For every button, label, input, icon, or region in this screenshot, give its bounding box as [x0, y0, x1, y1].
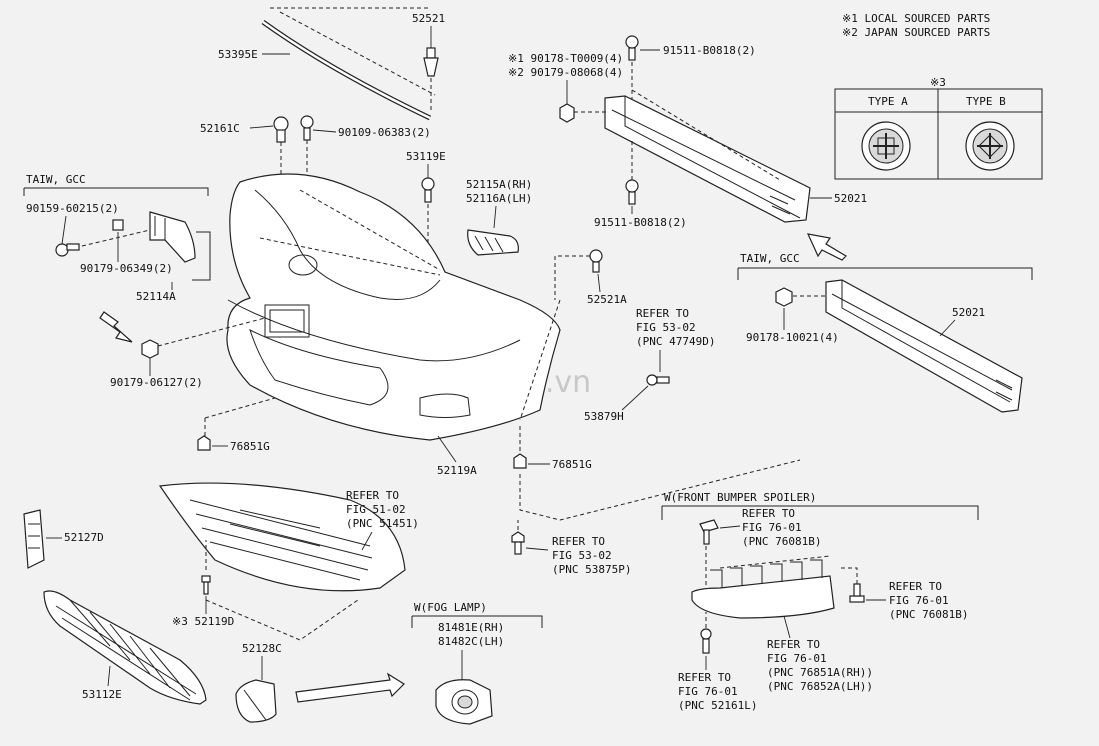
bolt-91511-bottom-icon — [625, 179, 639, 205]
ref-76-01-c-line2: FIG 76-01 — [767, 652, 827, 665]
ref-76-01-b-line2: FIG 76-01 — [889, 594, 949, 607]
label-52116a: 52116A(LH) — [466, 192, 532, 205]
label-52115a: 52115A(RH) — [466, 178, 532, 191]
label-90159: 90159-60215(2) — [26, 202, 119, 215]
spoiler-76851a — [691, 555, 835, 619]
group-fog-lamp: W(FOG LAMP) — [414, 601, 487, 614]
ref-76-01-d-line2: FIG 76-01 — [678, 685, 738, 698]
label-52128c: 52128C — [242, 642, 282, 655]
label-52127d: 52127D — [64, 531, 104, 544]
ref-51-02-line3: (PNC 51451) — [346, 517, 419, 530]
grille-53112e — [43, 590, 207, 705]
ref-76-01-a-line1: REFER TO — [742, 507, 795, 520]
group-taiw-gcc-right: TAIW, GCC — [740, 252, 800, 265]
ref-53-02-53875p-line2: FIG 53-02 — [552, 549, 612, 562]
type-b-label: TYPE B — [966, 95, 1006, 108]
ref-76-01-a-line2: FIG 76-01 — [742, 521, 802, 534]
screw-90109-icon — [300, 115, 314, 141]
direction-arrow-right — [806, 233, 847, 261]
ref-76-01-d-line1: REFER TO — [678, 671, 731, 684]
label-90179-06349: 90179-06349(2) — [80, 262, 173, 275]
label-52521a: 52521A — [587, 293, 627, 306]
ref-76-01-d-line3: (PNC 52161L) — [678, 699, 757, 712]
side-retainer-52115a — [467, 229, 519, 256]
type-b-clip-icon — [965, 121, 1015, 171]
clip-76081b-icon — [699, 519, 719, 545]
group-spoiler: W(FRONT BUMPER SPOILER) — [664, 491, 816, 504]
reinforcement-52021-top — [604, 95, 811, 223]
clip-76081b-right-icon — [849, 583, 865, 603]
cover-52128c — [235, 679, 277, 723]
clip-52521-icon — [423, 47, 439, 77]
label-52521: 52521 — [412, 12, 445, 25]
label-90178-10021: 90178-10021(4) — [746, 331, 839, 344]
reinforcement-52021-bottom — [825, 279, 1023, 413]
ref-53-02-53875p-line1: REFER TO — [552, 535, 605, 548]
nut-90178-10021-icon — [775, 287, 793, 307]
type-box: ※3 TYPE A TYPE B — [834, 76, 1043, 180]
fog-lamp-cover-81481e — [435, 679, 493, 725]
screw-90159-icon — [55, 243, 80, 257]
ref-76-01-b-line1: REFER TO — [889, 580, 942, 593]
seal-strip-53395e — [261, 19, 432, 121]
label-52114a: 52114A — [136, 290, 176, 303]
type-a-label: TYPE A — [868, 95, 908, 108]
bolt-91511-top-icon — [625, 35, 639, 61]
clip-76851g-right-icon — [513, 453, 527, 469]
label-53879h: 53879H — [584, 410, 624, 423]
label-53112e: 53112E — [82, 688, 122, 701]
nut-90178-t0009-icon — [559, 103, 575, 123]
label-90179-06127: 90179-06127(2) — [110, 376, 203, 389]
type-box-marker: ※3 — [930, 76, 946, 89]
note-local-sourced: ※1 LOCAL SOURCED PARTS — [842, 12, 990, 25]
ref-51-02-line2: FIG 51-02 — [346, 503, 406, 516]
type-a-clip-icon — [861, 121, 911, 171]
label-90178-t0009: ※1 90178-T0009(4) — [508, 52, 623, 65]
label-91511-top: 91511-B0818(2) — [663, 44, 756, 57]
engine-under-cover — [158, 482, 406, 592]
clip-52161c-icon — [273, 116, 289, 143]
screw-53875p-icon — [511, 531, 525, 555]
ref-53-02-53875p-line3: (PNC 53875P) — [552, 563, 631, 576]
label-76851g-left: 76851G — [230, 440, 270, 453]
clip-52161l-icon — [700, 628, 712, 654]
label-52161c: 52161C — [200, 122, 240, 135]
clip-53119e-icon — [421, 177, 435, 203]
label-76851g-right: 76851G — [552, 458, 592, 471]
ref-53-02-47749d-line1: REFER TO — [636, 307, 689, 320]
direction-arrow-fog — [295, 672, 405, 703]
screw-52119d-icon — [201, 575, 211, 595]
nut-90179-06349-icon — [112, 219, 124, 231]
note-japan-sourced: ※2 JAPAN SOURCED PARTS — [842, 26, 990, 39]
label-53395e: 53395E — [218, 48, 258, 61]
screw-53879h-icon — [646, 374, 670, 386]
ref-51-02-line1: REFER TO — [346, 489, 399, 502]
label-91511-bottom: 91511-B0818(2) — [594, 216, 687, 229]
direction-arrow-left — [99, 311, 133, 343]
label-52021-bottom: 52021 — [952, 306, 985, 319]
ref-76-01-c-line3: (PNC 76851A(RH)) — [767, 666, 873, 679]
ref-76-01-c-line1: REFER TO — [767, 638, 820, 651]
label-53119e: 53119E — [406, 150, 446, 163]
ref-53-02-47749d-line2: FIG 53-02 — [636, 321, 696, 334]
label-52119a: 52119A — [437, 464, 477, 477]
duct-52127d — [23, 509, 45, 569]
ref-76-01-c-line4: (PNC 76852A(LH)) — [767, 680, 873, 693]
label-90109: 90109-06383(2) — [338, 126, 431, 139]
label-52021-top: 52021 — [834, 192, 867, 205]
label-52119d: ※3 52119D — [172, 615, 234, 628]
bracket-52114a — [149, 211, 196, 263]
ref-53-02-47749d-line3: (PNC 47749D) — [636, 335, 715, 348]
nut-90179-06127-icon — [141, 339, 159, 359]
bumper-cover-52119a — [226, 173, 561, 441]
label-81481e: 81481E(RH) — [438, 621, 504, 634]
group-taiw-gcc-left: TAIW, GCC — [26, 173, 86, 186]
clip-52521a-icon — [589, 249, 603, 273]
label-90179-08068: ※2 90179-08068(4) — [508, 66, 623, 79]
ref-76-01-b-line3: (PNC 76081B) — [889, 608, 968, 621]
label-81482c: 81482C(LH) — [438, 635, 504, 648]
clip-76851g-left-icon — [197, 435, 211, 451]
ref-76-01-a-line3: (PNC 76081B) — [742, 535, 821, 548]
